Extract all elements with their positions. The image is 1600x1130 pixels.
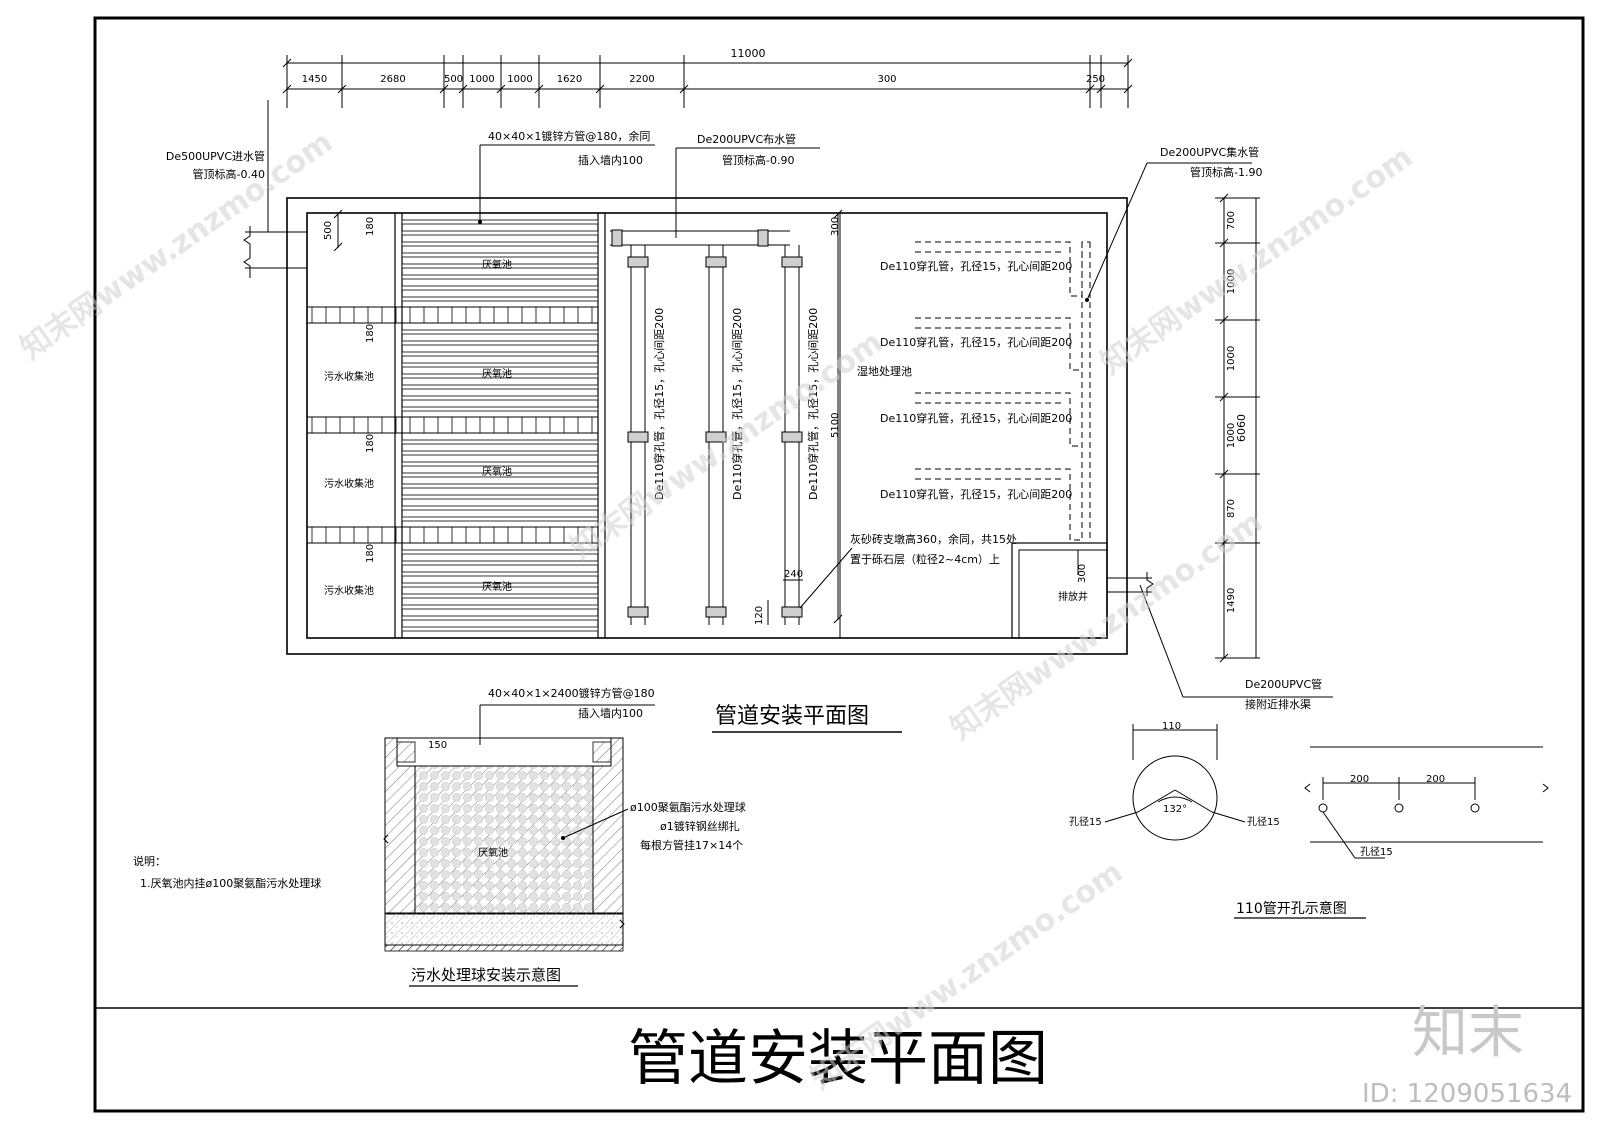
label-anaerobic-1: 厌氧池 (482, 258, 512, 271)
main-title: 管道安装平面图 (628, 1024, 1048, 1094)
label-sewage-collect-3: 污水收集池 (324, 584, 374, 597)
square-tube-leader (478, 144, 655, 224)
top-dim-3: 1000 (469, 74, 494, 85)
label-collect-elev: 管顶标高-1.90 (1190, 165, 1262, 179)
pipe-fittings (611, 229, 803, 618)
label-collect-pipe: De200UPVC集水管 (1160, 145, 1259, 159)
sheet-border (93, 16, 1585, 1113)
pipe-hole-right: 孔径15 (1247, 815, 1280, 828)
top-dimension-chain (282, 55, 1133, 108)
brick-pier-leader (799, 547, 853, 609)
label-square-tube: 40×40×1镀锌方管@180，余同 (488, 129, 650, 143)
dim-500: 500 (323, 221, 334, 240)
label-square-tube-insert: 插入墙内100 (578, 153, 643, 167)
right-dim-5: 1490 (1226, 588, 1237, 613)
notes-item-1: 1.厌氧池内挂ø100聚氨酯污水处理球 (140, 876, 321, 890)
label-drain-well: 排放井 (1058, 590, 1088, 603)
dim-240: 240 (784, 569, 803, 580)
label-perf-pipe-v3: De110穿孔管，孔径15，孔心间距200 (806, 308, 820, 500)
top-dim-6: 2200 (629, 74, 654, 85)
outlet-pipe (1107, 572, 1333, 698)
right-dimension-chain (1215, 193, 1260, 663)
right-dim-1: 1000 (1226, 269, 1237, 294)
right-dim-2: 1000 (1226, 346, 1237, 371)
watermark-brand: 知末 (1412, 1001, 1524, 1066)
label-sewage-collect-1: 污水收集池 (324, 370, 374, 383)
label-wetland: 湿地处理池 (857, 365, 912, 378)
label-perf-pipe-h3: De110穿孔管，孔径15，孔心间距200 (880, 411, 1072, 425)
dim-300-pit: 300 (1077, 564, 1088, 583)
pipe-elevation-detail (1304, 746, 1549, 859)
label-dist-elev: 管顶标高-0.90 (722, 153, 794, 167)
label-dist-pipe: De200UPVC布水管 (697, 132, 796, 146)
notes-title: 说明： (133, 854, 166, 868)
label-ball-tube: 40×40×1×2400镀锌方管@180 (488, 686, 655, 700)
dim-total-width: 11000 (731, 47, 766, 60)
label-ball-tank: 厌氧池 (478, 846, 508, 859)
label-brick-pier: 灰砂砖支墩高360，余同，共15处 (850, 532, 1017, 546)
dim-180-b: 180 (365, 324, 376, 343)
collection-pipes (915, 241, 1091, 541)
dim-180-c: 180 (365, 434, 376, 453)
plan-title: 管道安装平面图 (715, 704, 869, 729)
pipe-section-detail (1104, 724, 1246, 841)
label-inlet-pipe: De500UPVC进水管 (166, 149, 265, 163)
label-inlet-elev: 管顶标高-0.40 (193, 167, 265, 181)
top-dim-2: 500 (444, 74, 463, 85)
label-outlet-dest: 接附近排水渠 (1245, 697, 1311, 711)
dim-120: 120 (754, 606, 765, 625)
collection-leader (1085, 162, 1252, 302)
pipe-angle: 132° (1163, 804, 1187, 815)
pipe-hole-left: 孔径15 (1069, 815, 1102, 828)
right-dim-3: 1000 (1226, 423, 1237, 448)
partition-openings (311, 307, 593, 543)
pipe-dia: 110 (1162, 721, 1181, 732)
label-anaerobic-4: 厌氧池 (482, 580, 512, 593)
watermark-id: ID: 1209051634 (1362, 1079, 1572, 1109)
label-anaerobic-3: 厌氧池 (482, 465, 512, 478)
dim-180: 180 (365, 217, 376, 236)
pipe-hole-bottom: 孔径15 (1360, 845, 1393, 858)
top-dim-0: 1450 (302, 74, 327, 85)
ball-detail (383, 704, 655, 952)
inlet-pipe (243, 100, 307, 278)
label-perf-pipe-h2: De110穿孔管，孔径15，孔心间距200 (880, 335, 1072, 349)
inner-dim-lines (333, 209, 1079, 625)
dim-total-height: 6060 (1235, 414, 1248, 442)
label-anaerobic-2: 厌氧池 (482, 367, 512, 380)
dim-150: 150 (428, 740, 447, 751)
plan-walls (286, 197, 1128, 655)
top-dim-4: 1000 (507, 74, 532, 85)
label-ball-pu: ø100聚氨酯污水处理球 (630, 800, 746, 814)
top-dim-7: 300 (877, 74, 896, 85)
label-sewage-collect-2: 污水收集池 (324, 477, 374, 490)
label-ball-tube-insert: 插入墙内100 (578, 706, 643, 720)
right-dim-labels: 700 1000 1000 1000 870 1490 (1226, 211, 1237, 613)
top-dim-8: 250 (1086, 74, 1105, 85)
right-dim-4: 870 (1226, 499, 1237, 518)
top-dim-5: 1620 (557, 74, 582, 85)
dim-180-d: 180 (365, 544, 376, 563)
dim-300-top: 300 (830, 217, 841, 236)
label-outlet-pipe: De200UPVC管 (1245, 677, 1322, 691)
label-ball-wire: ø1镀锌钢丝绑扎 (660, 819, 740, 833)
top-dim-1: 2680 (380, 74, 405, 85)
square-tube-rows (401, 219, 599, 632)
pipe-detail-title: 110管开孔示意图 (1236, 900, 1347, 917)
dim-5100: 5100 (830, 413, 841, 438)
label-perf-pipe-h4: De110穿孔管，孔径15，孔心间距200 (880, 487, 1072, 501)
label-brick-pier-gravel: 置于砾石层（粒径2~4cm）上 (850, 552, 1000, 566)
ball-detail-title: 污水处理球安装示意图 (411, 966, 561, 984)
label-perf-pipe-v2: De110穿孔管，孔径15，孔心间距200 (730, 308, 744, 500)
pipe-spacing-2: 200 (1426, 774, 1445, 785)
label-perf-pipe-v1: De110穿孔管，孔径15，孔心间距200 (652, 308, 666, 500)
label-ball-count: 每根方管挂17×14个 (640, 838, 743, 852)
right-dim-0: 700 (1226, 211, 1237, 230)
pipe-spacing-1: 200 (1350, 774, 1369, 785)
top-dim-labels: 1450 2680 500 1000 1000 1620 2200 300 250 (302, 74, 1105, 85)
label-perf-pipe-h1: De110穿孔管，孔径15，孔心间距200 (880, 259, 1072, 273)
